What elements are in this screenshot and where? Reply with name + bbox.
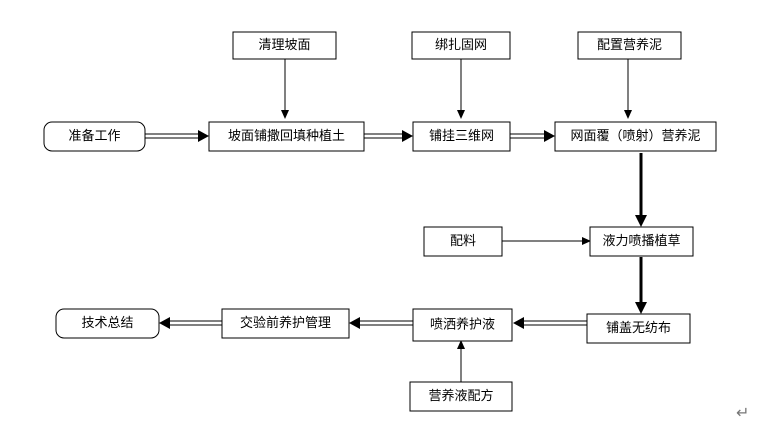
node-formula-label: 营养液配方 [428, 388, 493, 404]
node-cover-mud-label: 网面覆（喷射）营养泥 [570, 128, 700, 144]
node-spread-soil: 坡面铺撒回填种植土 [208, 121, 365, 152]
node-spray-seed-label: 液力喷播植草 [602, 234, 680, 249]
node-cover-mud: 网面覆（喷射）营养泥 [554, 121, 717, 152]
node-spread-soil-label: 坡面铺撒回填种植土 [228, 128, 345, 144]
node-bind-net: 绑扎固网 [411, 31, 511, 60]
node-ingredients: 配料 [423, 226, 503, 257]
node-ingredients-label: 配料 [450, 234, 476, 249]
arrow-prep-to-spread [145, 130, 209, 142]
arrow-spray-to-cloth [635, 257, 647, 314]
node-hang-net: 铺挂三维网 [412, 121, 511, 152]
node-clean-slope-label: 清理坡面 [258, 38, 310, 53]
arrow-cloth-to-liquid [513, 317, 587, 329]
node-mix-mud-label: 配置营养泥 [597, 37, 662, 53]
node-hang-net-label: 铺挂三维网 [429, 129, 494, 144]
node-clean-slope: 清理坡面 [232, 31, 337, 60]
node-summary-label: 技术总结 [81, 316, 133, 331]
node-bind-net-label: 绑扎固网 [435, 38, 487, 53]
arrow-liquid-to-maintenance [349, 317, 413, 329]
paragraph-return-mark: ↵ [736, 403, 749, 422]
node-spray-liquid-label: 喷洒养护液 [430, 317, 495, 333]
node-cover-cloth: 铺盖无纺布 [586, 313, 691, 344]
arrow-spread-to-hang [364, 130, 413, 142]
arrow-maintenance-to-summary [159, 317, 222, 329]
node-cover-cloth-label: 铺盖无纺布 [606, 321, 671, 336]
arrow-hang-to-cover [510, 130, 555, 142]
node-maintenance: 交验前养护管理 [221, 308, 350, 339]
node-prep: 准备工作 [43, 121, 146, 152]
node-spray-seed: 液力喷播植草 [589, 226, 694, 257]
arrow-cover-to-spray [635, 153, 647, 227]
node-mix-mud: 配置营养泥 [577, 31, 682, 60]
node-formula: 营养液配方 [409, 381, 513, 412]
node-spray-liquid: 喷洒养护液 [412, 308, 513, 342]
node-maintenance-label: 交验前养护管理 [240, 315, 331, 331]
node-prep-label: 准备工作 [68, 128, 120, 144]
node-summary: 技术总结 [55, 308, 160, 339]
